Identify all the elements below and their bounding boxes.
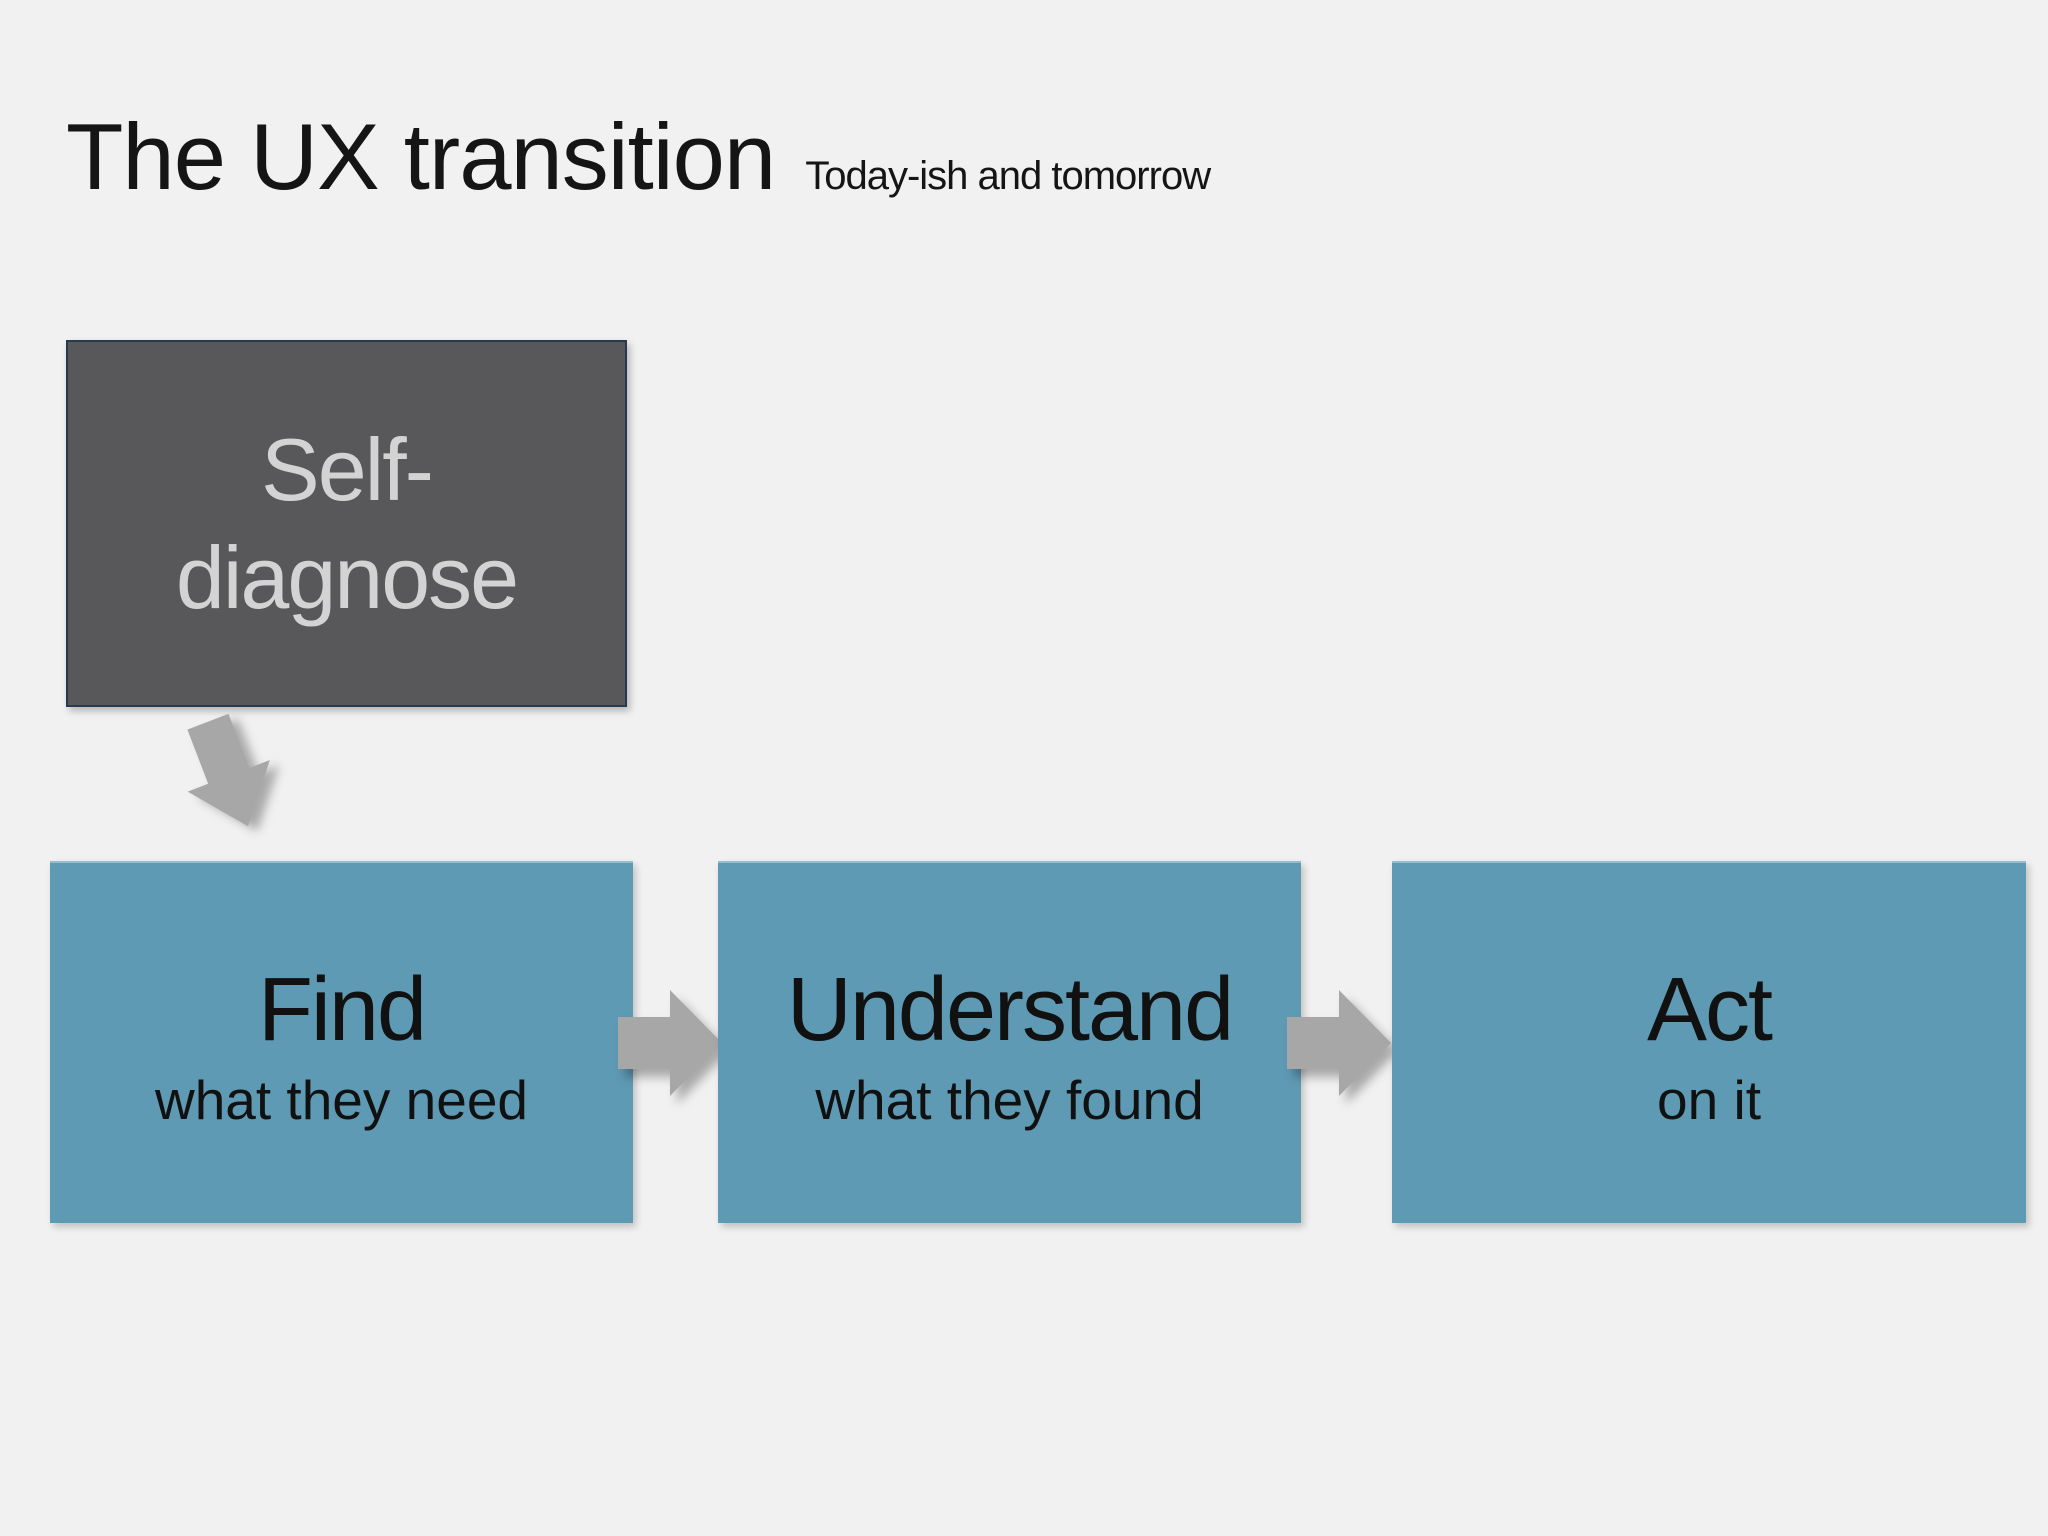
step-box-find: Find what they need	[50, 861, 633, 1223]
arrow-down-icon	[167, 706, 289, 842]
step-box-understand: Understand what they found	[718, 861, 1301, 1223]
step-subtitle-find: what they need	[154, 1068, 529, 1131]
page-subtitle: Today-ish and tomorrow	[805, 154, 1211, 198]
step-title-understand: Understand	[786, 959, 1234, 1060]
arrow-right-icon	[618, 990, 722, 1096]
step-subtitle-act: on it	[1657, 1068, 1761, 1131]
slide-header: The UX transition Today-ish and tomorrow	[66, 104, 1211, 209]
self-diagnose-box: Self- diagnose	[66, 340, 627, 707]
step-title-act: Act	[1646, 959, 1773, 1060]
step-title-find: Find	[257, 959, 427, 1060]
step-box-act: Act on it	[1392, 861, 2026, 1223]
arrow-right-icon	[1287, 990, 1391, 1096]
step-subtitle-understand: what they found	[815, 1068, 1204, 1131]
page-title: The UX transition	[66, 104, 776, 209]
self-diagnose-label-line2: diagnose	[175, 527, 519, 627]
self-diagnose-label-line1: Self-	[261, 420, 434, 520]
